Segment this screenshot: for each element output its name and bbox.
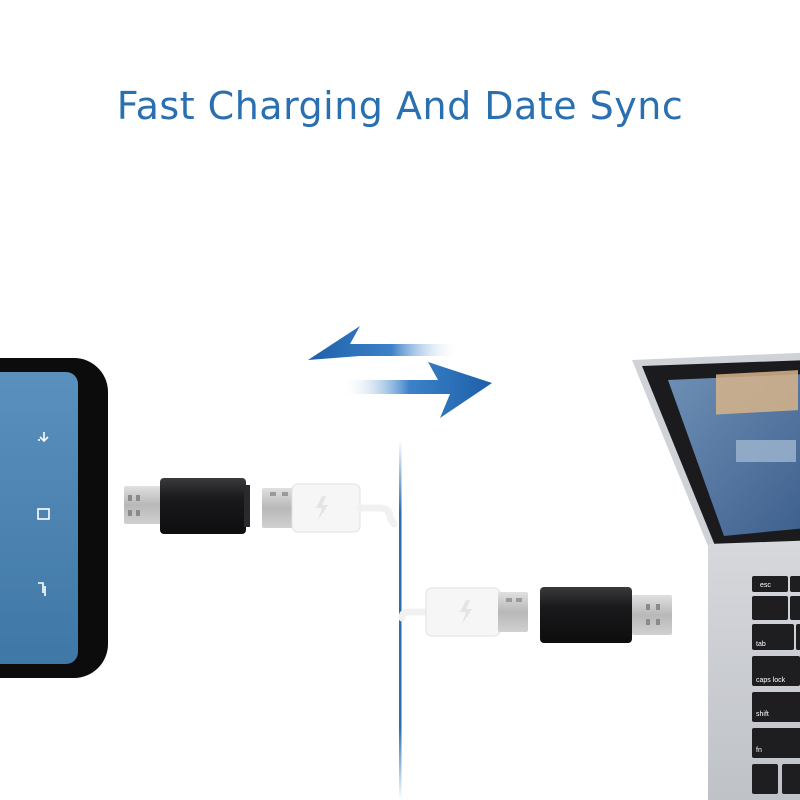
key-fn: fn: [756, 747, 762, 754]
cable-plug-bottom: [398, 587, 528, 637]
otg-adapter-laptop: [540, 587, 672, 643]
page-title: Fast Charging And Date Sync: [116, 84, 684, 128]
laptop: esc tab caps lock shift fn: [632, 352, 800, 800]
key-tab: tab: [756, 641, 766, 648]
phone: [0, 358, 108, 678]
right-arrow-icon: [342, 362, 492, 418]
key-esc: esc: [760, 582, 771, 589]
left-arrow-icon: [308, 326, 460, 360]
otg-adapter-phone: [124, 478, 250, 534]
key-caps-lock: caps lock: [756, 677, 786, 684]
recents-icon: [38, 582, 46, 596]
home-icon: [37, 508, 50, 520]
keyboard: [752, 576, 800, 794]
cable-plug-top: [262, 483, 398, 533]
back-icon: [38, 432, 49, 443]
key-shift: shift: [756, 711, 769, 718]
